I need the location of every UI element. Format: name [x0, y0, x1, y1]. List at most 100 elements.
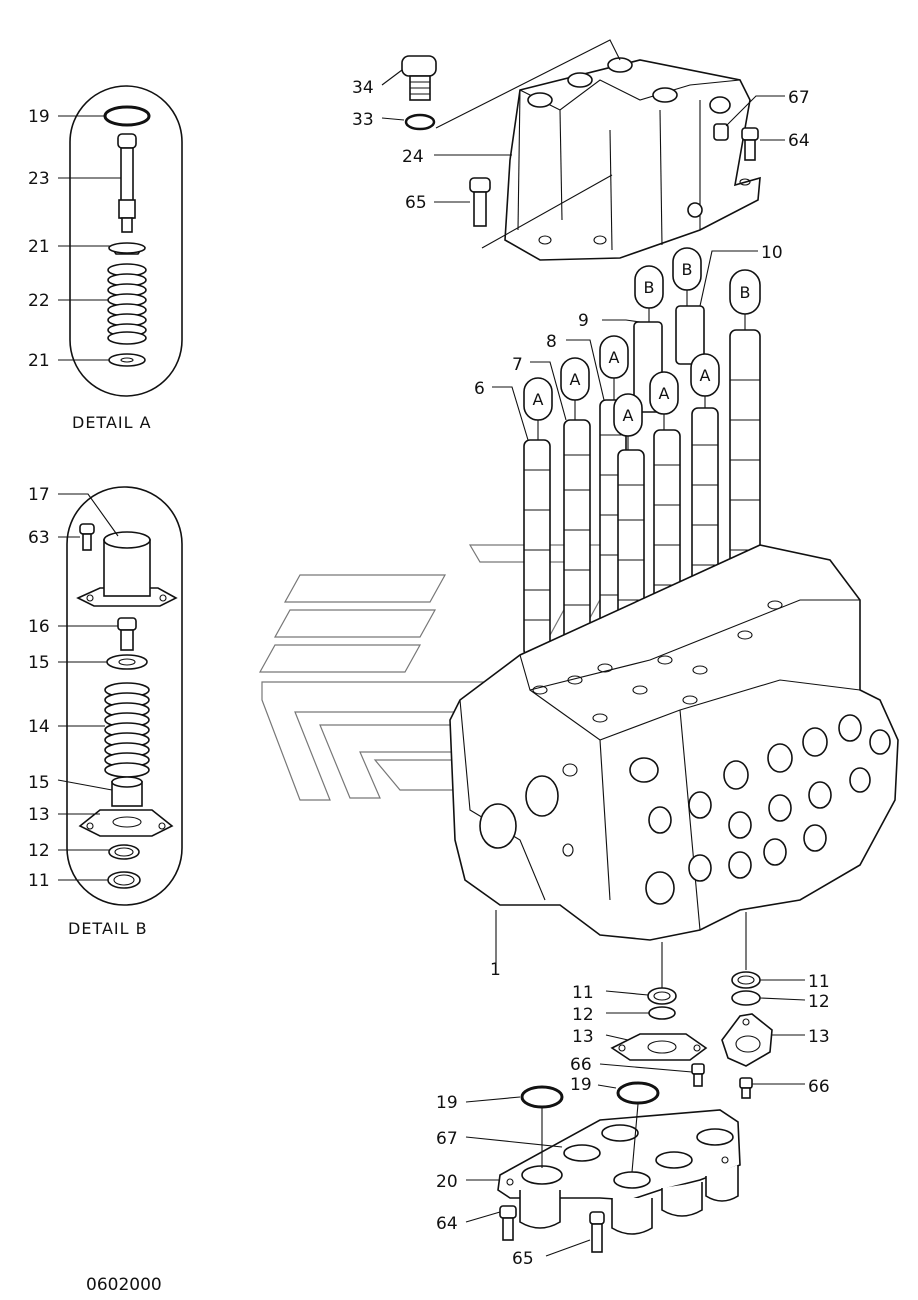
callout-67: 67 [788, 88, 810, 108]
svg-text:A: A [659, 384, 670, 403]
screw-66-left [691, 1063, 705, 1075]
o-ring-19-right [616, 1081, 660, 1105]
callout-34: 34 [352, 78, 374, 98]
callout-15: 15 [28, 773, 50, 793]
detail-ref-bubble: A [560, 357, 590, 420]
bolt-16 [117, 617, 137, 631]
callout-15: 15 [28, 653, 50, 673]
plate-13-left [610, 1033, 708, 1061]
callout-11: 11 [808, 972, 830, 992]
cap-24-body [504, 59, 761, 261]
callout-23: 23 [28, 169, 50, 189]
detail-b-caption: DETAIL B [68, 919, 148, 938]
drawing-number: 0602000 [86, 1275, 162, 1295]
svg-text:A: A [623, 406, 634, 425]
svg-text:B: B [644, 278, 655, 297]
callout-17: 17 [28, 485, 50, 505]
detail-a-frame [69, 85, 183, 397]
ring-12-right [731, 990, 761, 1006]
detail-ref-bubble: A [649, 371, 679, 430]
svg-text:A: A [570, 370, 581, 389]
ring-11-right [731, 971, 761, 989]
callout-12: 12 [28, 841, 50, 861]
detail-ref-bubble: A [523, 377, 553, 440]
callout-11: 11 [572, 983, 594, 1003]
svg-text:A: A [609, 348, 620, 367]
pin-23-head [117, 133, 137, 149]
svg-text:A: A [533, 390, 544, 409]
callout-24: 24 [402, 147, 424, 167]
screw-64-top [741, 127, 759, 141]
screw-64-bottom [499, 1205, 517, 1219]
callout-13: 13 [808, 1027, 830, 1047]
svg-text:B: B [682, 260, 693, 279]
screw-66-right [739, 1077, 753, 1089]
retainer-21-bottom [108, 353, 146, 367]
callout-8: 8 [546, 332, 557, 352]
callout-12: 12 [808, 992, 830, 1012]
plate-13-right [721, 1013, 773, 1067]
callout-19: 19 [28, 107, 50, 127]
plug-34 [401, 55, 437, 77]
spring-22 [107, 263, 147, 345]
valve-body-group: 1 [449, 544, 899, 980]
callout-12: 12 [572, 1005, 594, 1025]
bottom-left-group: 11 12 13 66 [570, 942, 708, 1087]
o-ring-33 [404, 113, 436, 131]
ring-11-left [647, 987, 677, 1005]
callout-11: 11 [28, 871, 50, 891]
plug-67-top [713, 123, 729, 141]
callout-14: 14 [28, 717, 50, 737]
bottom-cap-group: 19 19 67 20 64 65 [436, 1075, 741, 1269]
spool-6 [523, 439, 551, 657]
detail-b-group: 17 63 16 15 14 15 13 12 11 DETAIL B [28, 485, 183, 938]
callout-19: 19 [570, 1075, 592, 1095]
spool-10 [675, 305, 705, 365]
callout-66: 66 [570, 1055, 592, 1075]
callout-21: 21 [28, 351, 50, 371]
callout-13: 13 [28, 805, 50, 825]
svg-text:B: B [740, 283, 751, 302]
callout-67: 67 [436, 1129, 458, 1149]
screw-63 [79, 523, 95, 535]
svg-text:A: A [700, 366, 711, 385]
callout-1: 1 [490, 960, 501, 980]
detail-b-frame [66, 486, 183, 906]
seat-15-upper [106, 654, 148, 670]
detail-ref-bubble: B [634, 265, 664, 322]
detail-a-group: 19 23 21 22 21 DETAIL A [28, 85, 183, 432]
top-face-holes [532, 600, 783, 723]
detail-ref-bubble: A [599, 335, 629, 400]
cover-17-flange [76, 587, 178, 607]
port-holes [479, 714, 891, 905]
detail-ref-bubble: B [729, 269, 761, 330]
spring-14 [104, 682, 150, 778]
callout-64: 64 [436, 1214, 458, 1234]
top-cap-group: 34 33 24 65 67 64 [352, 39, 810, 261]
callout-65: 65 [512, 1249, 534, 1269]
spool-7 [563, 419, 591, 643]
callout-9: 9 [578, 311, 589, 331]
callout-10: 10 [761, 243, 783, 263]
valve-body-1 [449, 544, 899, 941]
callout-7: 7 [512, 355, 523, 375]
callout-65: 65 [405, 193, 427, 213]
detail-a-caption: DETAIL A [72, 413, 152, 432]
o-ring-19-left [520, 1085, 564, 1109]
screw-65-top [469, 177, 491, 193]
callout-64: 64 [788, 131, 810, 151]
screw-65-bottom [589, 1211, 605, 1225]
ring-12-left [648, 1006, 676, 1020]
callout-13: 13 [572, 1027, 594, 1047]
callout-66: 66 [808, 1077, 830, 1097]
cap-20-flange [497, 1109, 741, 1201]
callout-19: 19 [436, 1093, 458, 1113]
o-ring-19 [103, 105, 151, 127]
callout-22: 22 [28, 291, 50, 311]
detail-ref-bubble: B [672, 247, 702, 306]
callout-33: 33 [352, 110, 374, 130]
bottom-right-group: 11 12 13 66 [721, 912, 830, 1099]
callout-16: 16 [28, 617, 50, 637]
detail-ref-bubble: A [690, 353, 720, 408]
